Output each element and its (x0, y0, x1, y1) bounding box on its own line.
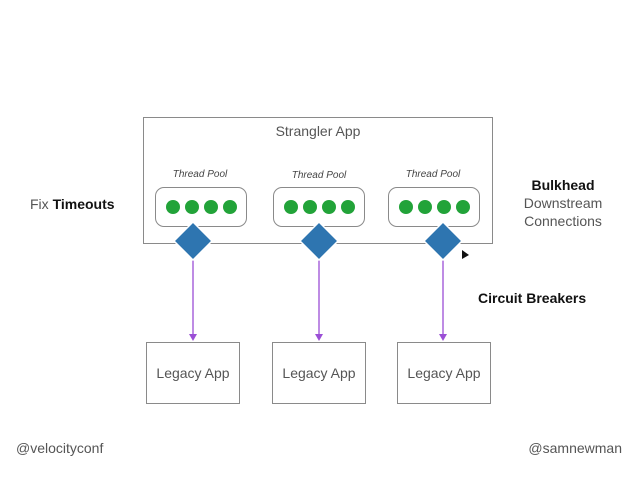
circuit-breaker-diamond-3 (422, 220, 464, 262)
thread-dot (340, 200, 355, 214)
thread-pool-3 (388, 187, 480, 227)
thread-pool-label-3: Thread Pool (405, 169, 461, 180)
thread-dot (165, 200, 180, 214)
legacy-app-label: Legacy App (156, 365, 230, 381)
cursor-pointer-icon (462, 250, 469, 259)
bulkhead-line-2: Connections (524, 213, 602, 229)
thread-pool-label-1: Thread Pool (172, 169, 228, 180)
arrowhead-1 (189, 334, 197, 341)
footer-left-handle: @velocityconf (16, 440, 104, 456)
thread-dot (436, 200, 451, 214)
legacy-app-box-2: Legacy App (272, 342, 366, 404)
circuit-breaker-diamond-2 (298, 220, 340, 262)
thread-dot (302, 200, 317, 214)
thread-pool-1 (155, 187, 247, 227)
legacy-app-box-1: Legacy App (146, 342, 240, 404)
legacy-app-label: Legacy App (282, 365, 356, 381)
thread-dot (184, 200, 199, 214)
bulkhead-line-1: Downstream (523, 195, 603, 211)
fix-timeouts-annotation: Fix Timeouts (30, 196, 115, 212)
thread-dot (455, 200, 470, 214)
bulkhead-annotation: Bulkhead Downstream Connections (505, 177, 621, 229)
legacy-app-box-3: Legacy App (397, 342, 491, 404)
thread-dot (417, 200, 432, 214)
bulkhead-title: Bulkhead (531, 177, 595, 193)
legacy-app-label: Legacy App (407, 365, 481, 381)
circuit-breakers-annotation: Circuit Breakers (478, 290, 586, 306)
thread-dot (398, 200, 413, 214)
thread-pool-label-2: Thread Pool (291, 170, 347, 181)
circuit-breakers-label: Circuit Breakers (478, 290, 587, 306)
strangler-app-title: Strangler App (275, 123, 361, 139)
arrowhead-2 (315, 334, 323, 341)
footer-right-handle: @samnewman (528, 440, 622, 456)
arrowhead-3 (439, 334, 447, 341)
thread-dot (321, 200, 336, 214)
thread-dot (283, 200, 298, 214)
thread-dot (203, 200, 218, 214)
circuit-breaker-diamond-1 (172, 220, 214, 262)
timeouts-label: Timeouts (52, 196, 115, 212)
thread-dot (222, 200, 237, 214)
fix-prefix: Fix (30, 196, 49, 212)
